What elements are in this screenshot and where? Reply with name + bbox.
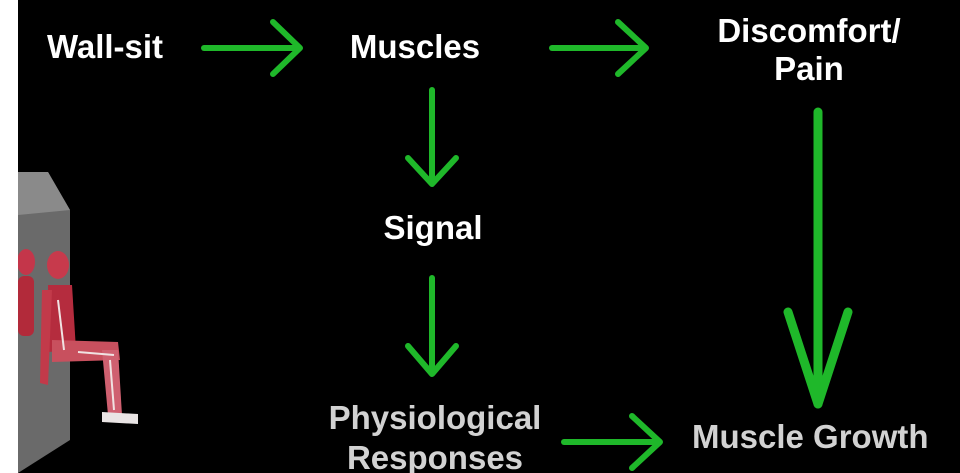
node-wall-sit-label: Wall-sit [30, 30, 180, 63]
node-signal: Signal [358, 211, 508, 244]
node-discomfort-pain: Discomfort/ Pain [694, 12, 924, 88]
node-muscle-growth-label: Muscle Growth [692, 420, 960, 453]
node-discomfort-label-line2: Pain [694, 50, 924, 88]
node-wall-sit: Wall-sit [30, 30, 180, 63]
node-muscles-label: Muscles [330, 30, 500, 63]
node-muscles: Muscles [330, 30, 500, 63]
node-physiological-label-line2: Responses [308, 438, 562, 473]
arrow-physiological-to-growth [564, 416, 660, 468]
arrow-discomfort-to-growth [788, 112, 848, 404]
arrow-muscles-to-discomfort [552, 22, 646, 74]
node-discomfort-label-line1: Discomfort/ [694, 12, 924, 50]
node-physiological-label-line1: Physiological [308, 398, 562, 438]
diagram-panel: Wall-sit Muscles Discomfort/ Pain Signal… [18, 0, 960, 473]
node-signal-label: Signal [358, 211, 508, 244]
node-muscle-growth: Muscle Growth [692, 420, 960, 453]
arrow-muscles-to-signal [408, 90, 456, 184]
arrow-signal-to-physiological [408, 278, 456, 374]
arrow-wallsit-to-muscles [204, 22, 300, 74]
node-physiological-responses: Physiological Responses [308, 398, 562, 473]
